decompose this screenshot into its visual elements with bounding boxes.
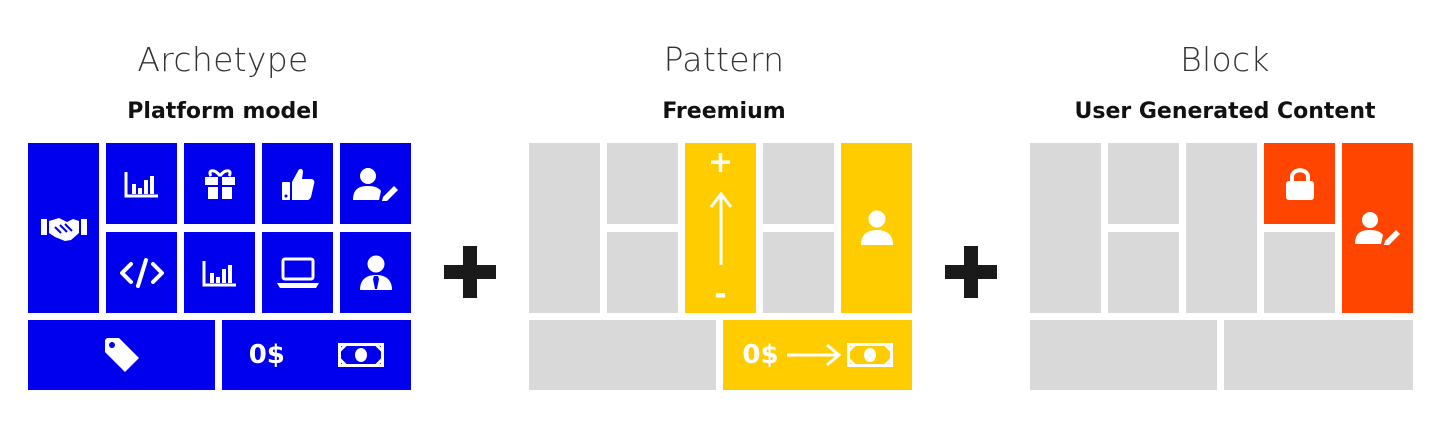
tile-user xyxy=(841,143,912,313)
minus-sign: - xyxy=(714,277,727,312)
tile-user-edit xyxy=(340,143,411,224)
cash-icon xyxy=(846,343,893,367)
tile-upgrade: + - xyxy=(685,143,756,313)
tile-pricing xyxy=(28,320,215,390)
tile-empty xyxy=(607,143,678,224)
pattern-panel: Pattern Freemium + - 0$ xyxy=(529,0,919,421)
revenue-amount: 0$ xyxy=(248,340,285,370)
block-category-label: Block xyxy=(1180,40,1270,79)
block-title: User Generated Content xyxy=(1074,99,1376,124)
cash-icon xyxy=(338,343,385,367)
tile-metrics-1 xyxy=(106,143,177,224)
tile-empty xyxy=(1224,320,1413,390)
laptop-icon xyxy=(276,257,319,288)
archetype-panel: Archetype Platform model xyxy=(28,0,418,421)
tile-empty xyxy=(529,320,716,390)
block-grid xyxy=(1030,143,1420,393)
lock-icon xyxy=(1285,167,1314,200)
tile-metrics-2 xyxy=(184,232,255,313)
pattern-title: Freemium xyxy=(662,99,786,124)
archetype-grid: 0$ xyxy=(28,143,418,393)
tile-gift xyxy=(184,143,255,224)
tile-revenue: 0$ xyxy=(222,320,411,390)
user-edit-icon xyxy=(352,167,398,201)
tile-empty xyxy=(607,232,678,313)
plus-sign: + xyxy=(707,145,734,180)
plus-connector-1 xyxy=(444,246,496,298)
user-edit-icon xyxy=(1354,212,1400,245)
archetype-category-label: Archetype xyxy=(137,40,309,79)
block-panel: Block User Generated Content xyxy=(1030,0,1420,421)
code-icon xyxy=(119,257,164,288)
tile-revenue: 0$ xyxy=(723,320,912,390)
tile-empty xyxy=(1108,143,1179,224)
tile-code xyxy=(106,232,177,313)
tile-user-tie xyxy=(340,232,411,313)
tile-empty xyxy=(529,143,600,313)
pattern-category-label: Pattern xyxy=(663,40,785,79)
pattern-grid: + - 0$ xyxy=(529,143,919,393)
tile-lock xyxy=(1264,143,1335,224)
revenue-amount: 0$ xyxy=(742,340,779,370)
tile-computer xyxy=(262,232,333,313)
tile-partnerships xyxy=(28,143,99,313)
gift-icon xyxy=(204,168,235,199)
tile-empty xyxy=(1186,143,1257,313)
right-arrow-icon xyxy=(786,343,841,367)
up-arrow-icon xyxy=(709,191,732,265)
tile-empty xyxy=(763,232,834,313)
tile-empty xyxy=(1264,232,1335,313)
handshake-icon xyxy=(40,218,87,241)
thumbs-up-icon xyxy=(281,168,314,200)
bar-chart-icon xyxy=(202,260,236,286)
plus-connector-2 xyxy=(945,246,997,298)
tile-user-edit xyxy=(1342,143,1413,313)
tile-empty xyxy=(1108,232,1179,313)
tile-empty xyxy=(763,143,834,224)
tile-like xyxy=(262,143,333,224)
bar-chart-icon xyxy=(124,171,158,197)
tile-empty xyxy=(1030,143,1101,313)
user-icon xyxy=(860,210,893,245)
user-tie-icon xyxy=(359,255,392,290)
tile-empty xyxy=(1030,320,1217,390)
price-tag-icon xyxy=(104,338,139,372)
archetype-title: Platform model xyxy=(127,99,319,124)
